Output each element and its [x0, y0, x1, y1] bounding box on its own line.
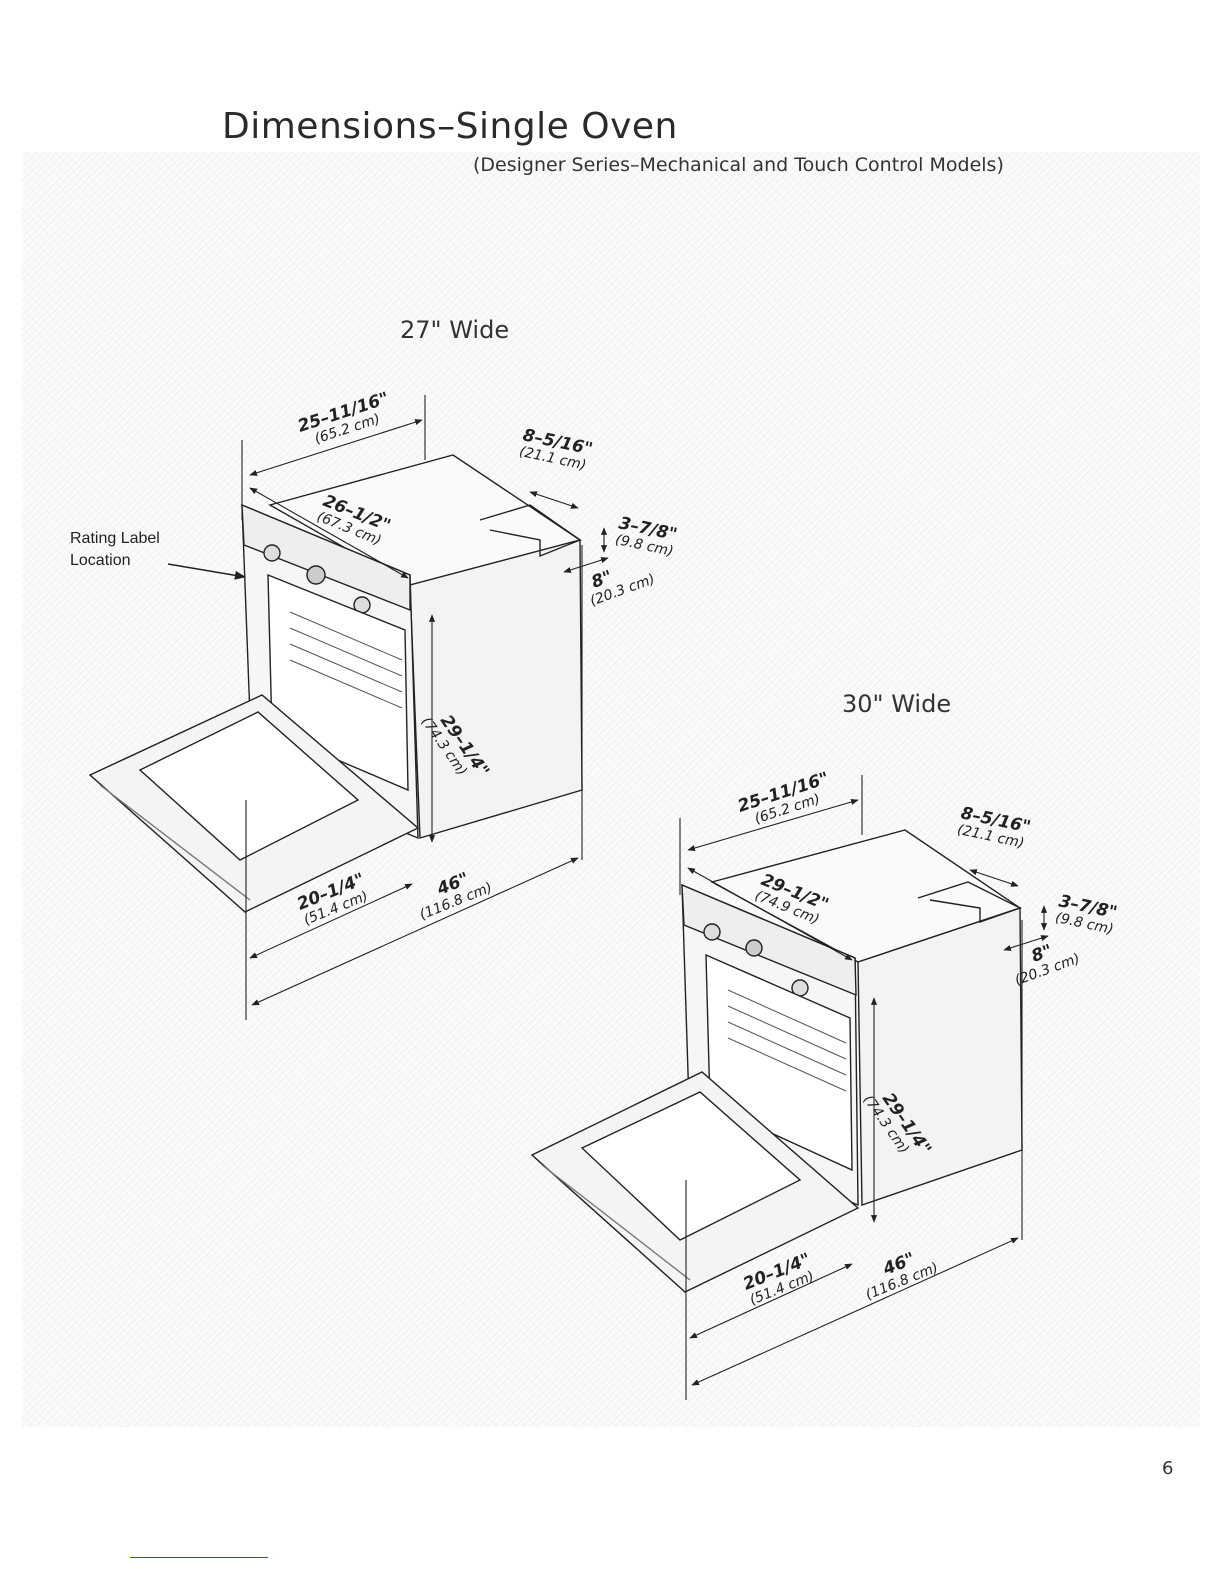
svg-text:3–7/8"(9.8 cm): 3–7/8"(9.8 cm)	[614, 513, 679, 560]
svg-text:46"(116.8 cm): 46"(116.8 cm)	[856, 1242, 940, 1303]
oven-27-rear-notch	[479, 504, 582, 558]
footer-rule	[130, 1557, 268, 1558]
svg-text:3–7/8"(9.8 cm): 3–7/8"(9.8 cm)	[1054, 891, 1119, 938]
oven-27-door-window	[138, 711, 360, 861]
svg-text:8–5/16"(21.1 cm): 8–5/16"(21.1 cm)	[518, 425, 595, 474]
oven-30-door-window	[580, 1091, 802, 1241]
svg-text:8"(20.3 cm): 8"(20.3 cm)	[581, 553, 657, 609]
page-subtitle: (Designer Series–Mechanical and Touch Co…	[473, 154, 1004, 176]
diagram-background	[22, 152, 1200, 1427]
oven-30-caption: 30" Wide	[842, 690, 952, 718]
oven-30-dimension-lines	[679, 775, 1049, 1400]
rating-label-line2: Location	[70, 552, 131, 569]
oven-27-caption: 27" Wide	[400, 316, 510, 344]
oven-30-drawing	[530, 829, 1023, 1293]
rating-label-line1: Rating Label	[70, 530, 160, 547]
svg-text:25–11/16"(65.2 cm): 25–11/16"(65.2 cm)	[295, 389, 396, 452]
oven-30-knob-left-icon	[703, 923, 721, 941]
oven-30-rear-notch	[917, 881, 1022, 923]
svg-text:8–5/16"(21.1 cm): 8–5/16"(21.1 cm)	[956, 803, 1033, 852]
oven-27-racks	[289, 611, 403, 709]
oven-30-fan-icon	[745, 939, 763, 957]
oven-30-racks	[727, 989, 847, 1092]
rating-label-callout: Rating Label Location	[70, 528, 160, 572]
oven-27-dimension-lines	[167, 395, 609, 1020]
page-title: Dimensions–Single Oven	[222, 106, 678, 147]
oven-27-knob-left-icon	[263, 544, 281, 562]
oven-27-side-panel	[409, 539, 583, 839]
page-number: 6	[1162, 1458, 1174, 1479]
oven-27-fan-icon	[306, 565, 326, 585]
